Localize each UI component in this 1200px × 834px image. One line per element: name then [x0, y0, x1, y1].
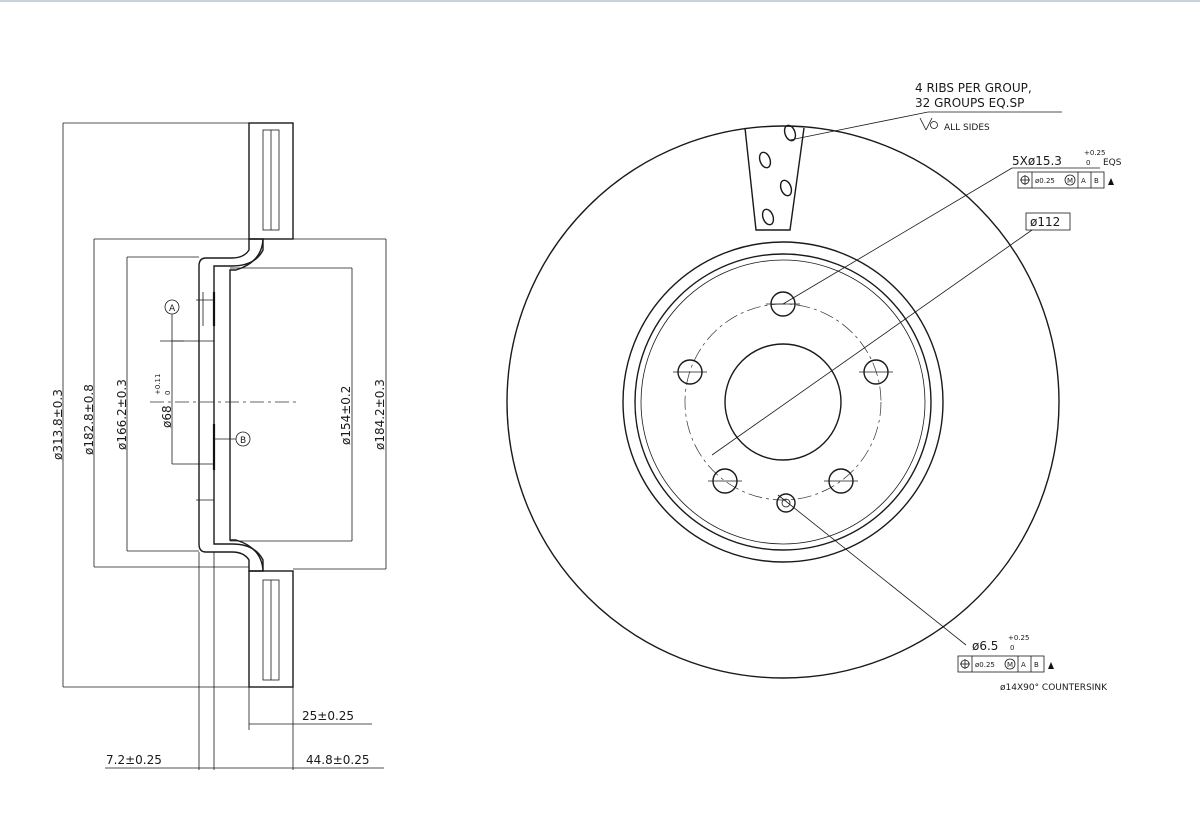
dim-25: 25±0.25 [302, 709, 354, 723]
ribs-note-2: 32 GROUPS EQ.SP [915, 96, 1024, 110]
dim-182: ø182.8±0.8 [82, 384, 96, 455]
bolt-eqs-label: EQS [1103, 158, 1122, 168]
pin-fcf-m: M [1007, 661, 1013, 669]
dim-68: ø68 [160, 405, 174, 428]
bolt-hole-fcf [1017, 171, 1114, 189]
rib-detail [744, 127, 805, 231]
pin-hole-tol-lo: 0 [1010, 644, 1014, 652]
bolt-fcf-ref-a: A [1081, 177, 1086, 185]
bolt-fcf-tol: ø0.25 [1035, 177, 1055, 185]
outer-disc-circle [506, 125, 1060, 679]
dim-68-tol-up: +0.11 [154, 374, 162, 395]
dim-313: ø313.8±0.3 [51, 389, 65, 460]
all-around-symbol [930, 121, 938, 129]
pin-fcf-tol: ø0.25 [975, 661, 995, 669]
bolt-hole-tol-up: +0.25 [1084, 149, 1105, 157]
pin-fcf-ref-b: B [1034, 661, 1039, 669]
pcd-box [1025, 212, 1071, 231]
hat-section [198, 238, 264, 572]
triangle-flag-icon [1108, 178, 1114, 185]
bolt-circle-pcd [684, 303, 882, 501]
ribs-note-1: 4 RIBS PER GROUP, [915, 81, 1032, 95]
dim-166: ø166.2±0.3 [115, 379, 129, 450]
pin-hole-tol-up: +0.25 [1008, 634, 1029, 642]
top-border-line [0, 0, 1200, 2]
pin-fcf-ref-a: A [1021, 661, 1026, 669]
dim-44-8: 44.8±0.25 [306, 753, 370, 767]
friction-ring-top [248, 122, 294, 240]
datum-b-label: B [240, 436, 246, 446]
dim-184: ø184.2±0.3 [373, 379, 387, 450]
datum-a-label: A [169, 304, 176, 314]
front-view [506, 111, 1100, 679]
bolt-fcf-m: M [1067, 177, 1073, 185]
bolt-holes [673, 291, 893, 494]
section-view [62, 122, 387, 770]
bolt-hole-dim: 5Xø15.3 [1012, 154, 1062, 168]
dim-154: ø154±0.2 [339, 386, 353, 445]
bolt-fcf-ref-b: B [1094, 177, 1099, 185]
countersink-note: ø14X90° COUNTERSINK [1000, 683, 1108, 693]
all-sides-note: ALL SIDES [944, 123, 990, 133]
pin-hole-fcf [957, 655, 1054, 673]
dim-7-2: 7.2±0.25 [106, 753, 162, 767]
center-bore [724, 343, 842, 461]
friction-ring-bottom [248, 570, 294, 688]
pin-hole [776, 493, 796, 513]
triangle-flag-icon [1048, 662, 1054, 669]
dim-68-tol-lo: 0 [164, 391, 172, 395]
pcd-dim: ø112 [1030, 215, 1060, 229]
pin-hole-dim: ø6.5 [972, 639, 998, 653]
bolt-hole-tol-lo: 0 [1086, 159, 1090, 167]
